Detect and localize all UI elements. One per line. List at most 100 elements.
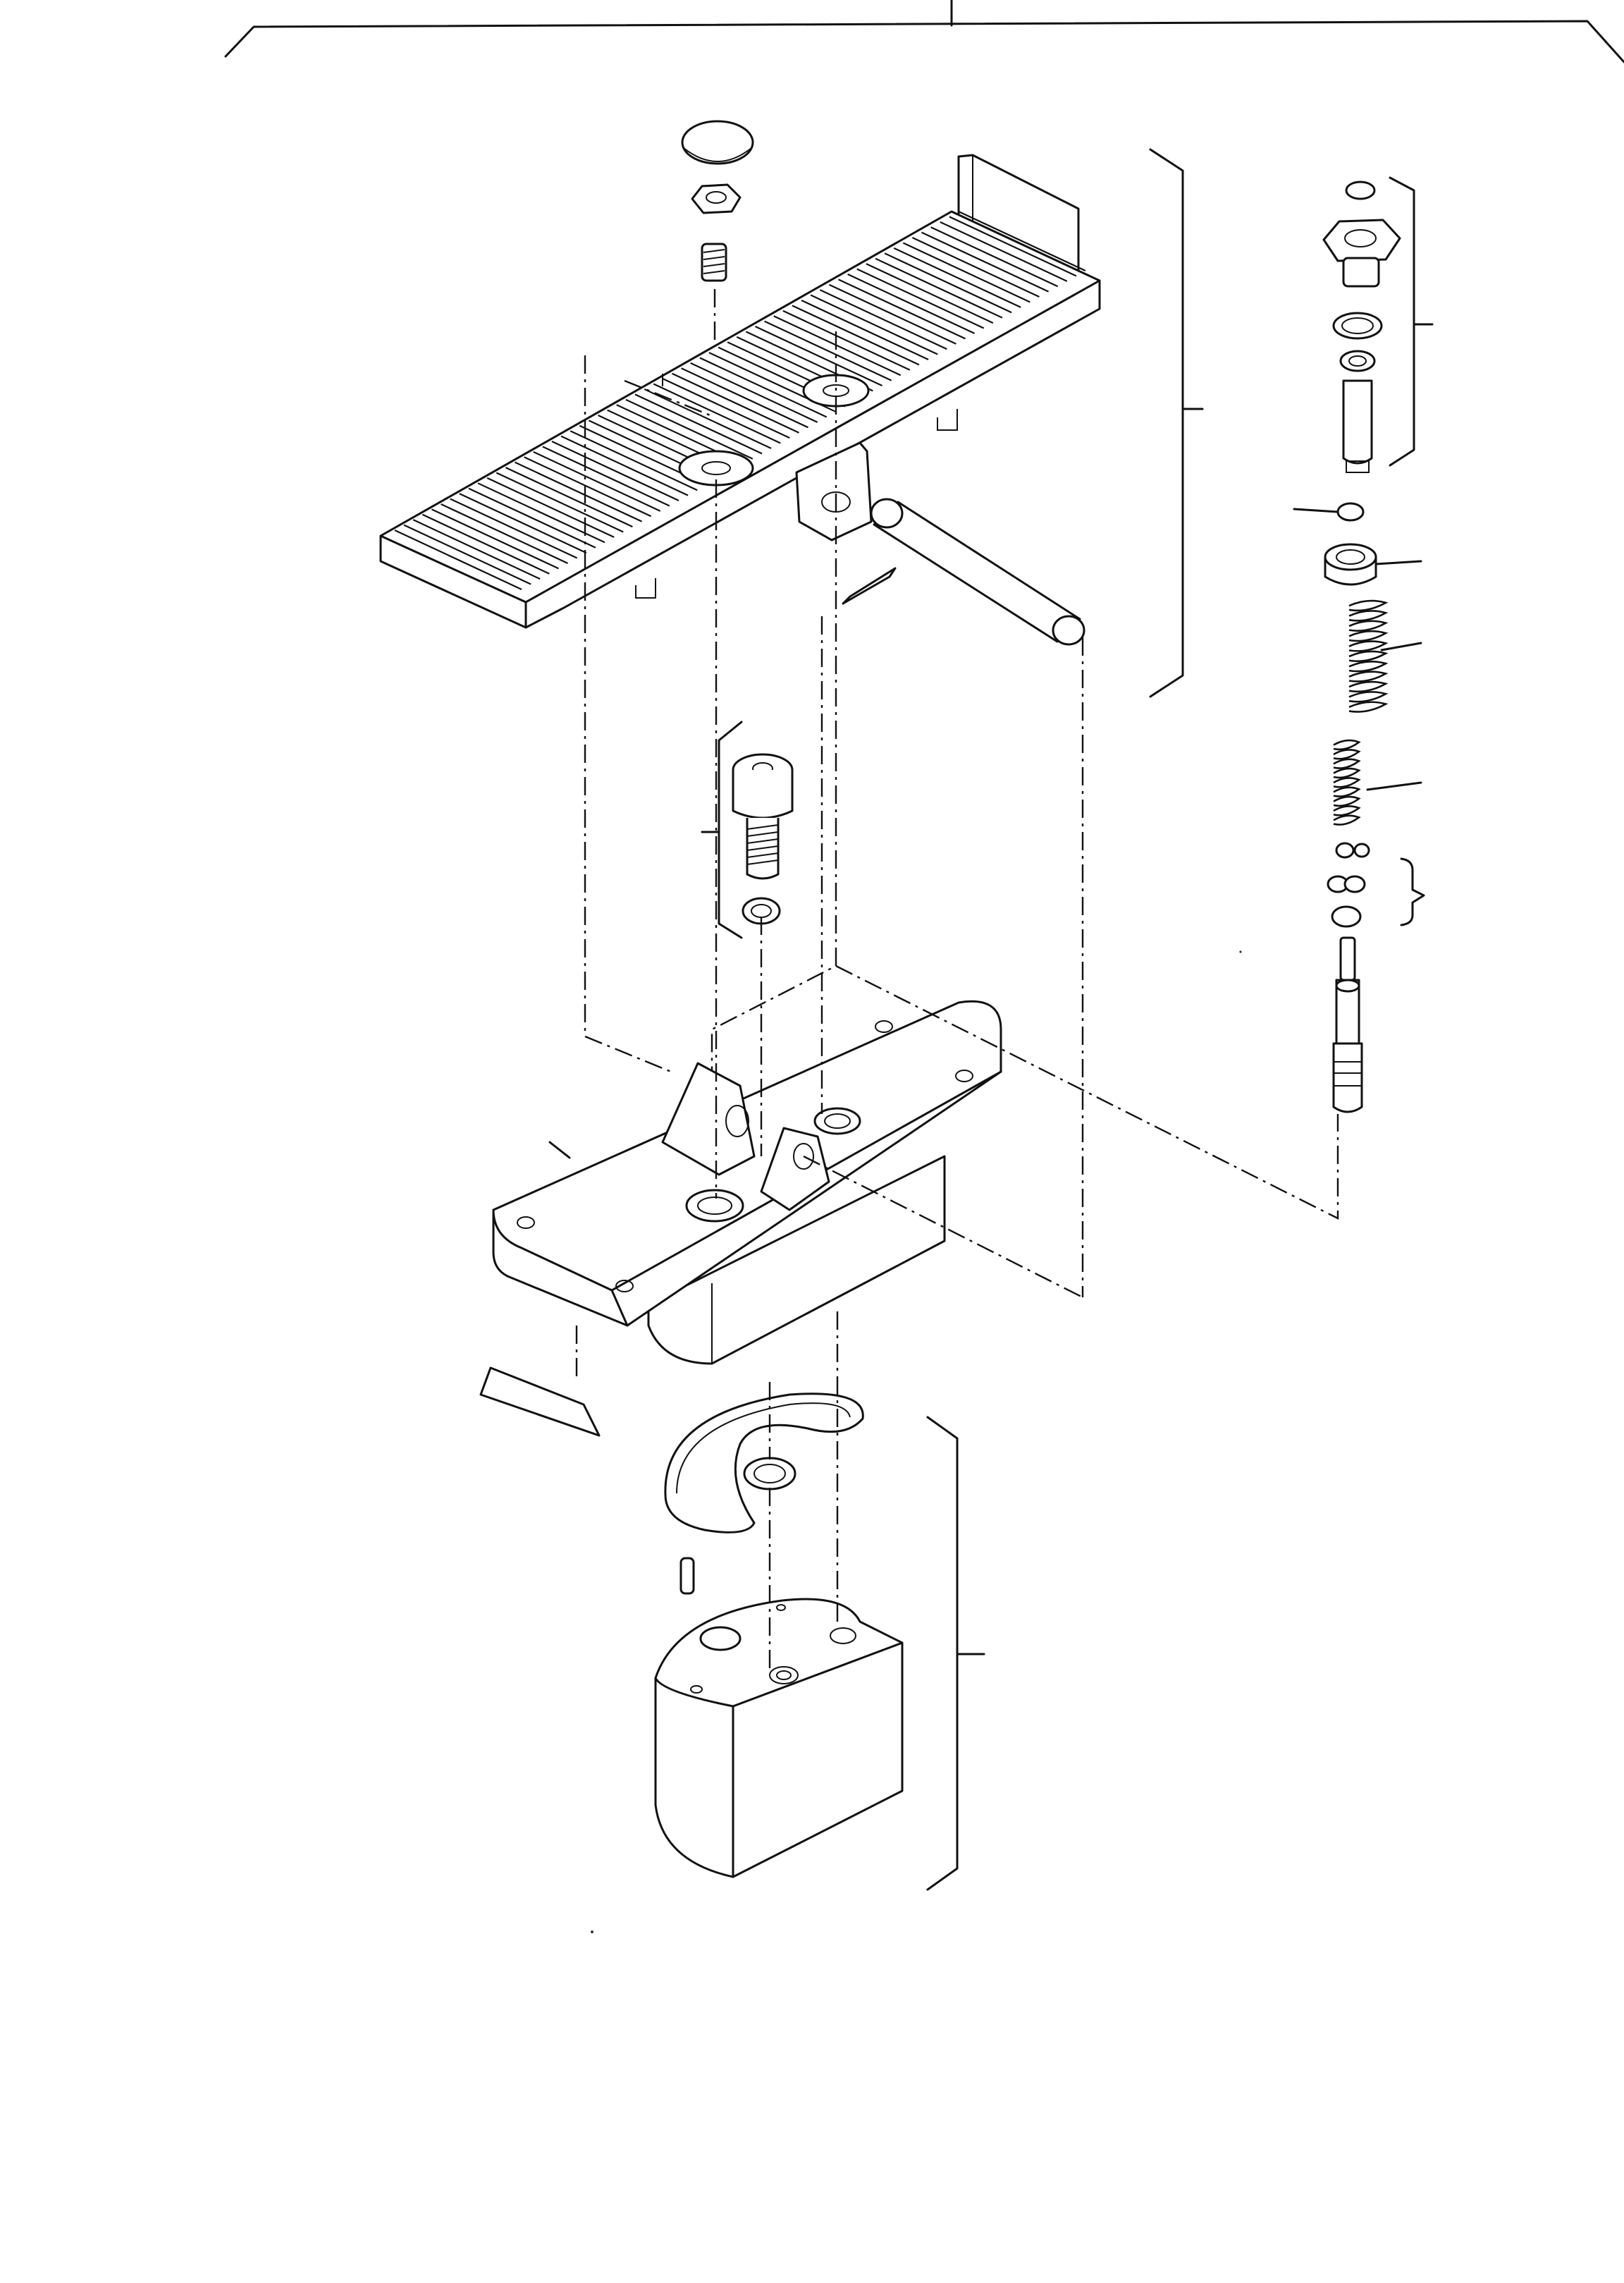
assembly-centerlines — [575, 331, 1339, 1671]
lock-nut — [691, 183, 742, 214]
tread-groove — [431, 508, 559, 570]
tread-groove — [884, 252, 1012, 314]
valve-body — [654, 1598, 904, 1878]
tread-groove — [394, 530, 522, 590]
o-ring — [743, 1457, 796, 1491]
tread-groove — [570, 430, 698, 491]
bolt-bracket — [701, 721, 743, 939]
plug-nut — [1322, 180, 1401, 288]
tread-groove — [524, 456, 652, 518]
wear-pad — [479, 1366, 601, 1437]
base-plate — [492, 1000, 1002, 1365]
tread-groove — [459, 493, 587, 554]
tread-groove — [838, 279, 966, 340]
spring-coil — [1333, 805, 1361, 816]
tread-groove — [653, 383, 781, 444]
tread-groove — [403, 524, 531, 585]
spring-coil — [1333, 795, 1361, 807]
tread-groove — [801, 299, 929, 360]
spring-coil — [1348, 660, 1389, 673]
tread-groove — [866, 263, 994, 324]
pivot-pin — [870, 498, 1085, 646]
tread-groove — [468, 487, 596, 549]
spring-coil — [1333, 767, 1361, 779]
scan-specks — [591, 950, 1242, 1933]
tread-groove — [810, 294, 938, 355]
pedal-plate — [379, 154, 1101, 629]
spring-coil — [1333, 814, 1361, 826]
frame-border — [224, 0, 1624, 63]
tread-groove — [819, 289, 947, 350]
spring-coil — [1348, 610, 1389, 622]
tread-groove — [792, 305, 920, 366]
valve-body-bracket — [926, 1416, 985, 1891]
spring-seat — [1324, 543, 1422, 586]
tread-groove — [893, 247, 1021, 308]
tread-groove — [412, 519, 541, 580]
inner-spring — [1333, 739, 1422, 826]
tread-groove — [671, 372, 799, 434]
tread-groove — [505, 467, 633, 528]
tread-groove — [450, 498, 578, 559]
tread-groove — [940, 221, 1068, 282]
tread-groove — [958, 211, 1086, 271]
tread-groove — [560, 435, 689, 496]
tread-groove — [422, 513, 550, 575]
spring-coil — [1348, 630, 1389, 642]
tread-groove — [782, 310, 911, 371]
spring-coil — [1348, 620, 1389, 632]
washer — [1293, 502, 1365, 522]
spring-coil — [1348, 680, 1389, 693]
set-screw — [701, 243, 727, 374]
retainer — [1342, 379, 1373, 473]
tread-groove — [551, 441, 679, 502]
tread-groove — [911, 237, 1040, 298]
tread-groove — [690, 362, 818, 423]
tread-groove — [496, 472, 624, 533]
outer-spring — [1348, 599, 1422, 713]
spring-coil — [1348, 671, 1389, 683]
dowel-pin — [679, 1557, 695, 1595]
tread-groove — [856, 268, 985, 329]
tread-groove — [875, 257, 1003, 319]
tread-groove — [755, 326, 882, 387]
spring-coil — [1333, 786, 1361, 797]
tread-grooves — [394, 211, 1086, 590]
tread-groove — [542, 446, 670, 507]
tread-groove — [921, 231, 1050, 293]
tread-groove — [644, 388, 772, 449]
spring-coil — [1333, 749, 1361, 760]
spring-coil — [1333, 758, 1361, 769]
tread-groove — [477, 482, 605, 544]
spool — [1332, 936, 1363, 1113]
socket-head-bolt — [732, 753, 794, 880]
tread-groove — [828, 283, 956, 345]
spring-coil — [1348, 640, 1389, 652]
tread-groove — [681, 367, 809, 429]
spring-coil — [1348, 691, 1389, 703]
spring-coil — [1348, 701, 1389, 713]
pedal-cap — [681, 120, 754, 165]
tread-groove — [486, 477, 615, 538]
pedal-bracket — [1149, 148, 1204, 698]
spring-coil — [1333, 739, 1361, 751]
spring-coil — [1348, 650, 1389, 663]
tread-groove — [773, 315, 902, 377]
tread-groove — [662, 378, 790, 439]
top-stack-bracket — [1389, 176, 1434, 467]
tread-groove — [625, 398, 753, 460]
tread-groove — [847, 273, 976, 334]
shim-washers — [1327, 842, 1425, 928]
spring-pin — [842, 567, 897, 605]
spring-coil — [1348, 599, 1389, 612]
tread-groove — [902, 242, 1031, 303]
tread-groove — [930, 226, 1059, 288]
bolt-washer — [742, 897, 781, 925]
tread-groove — [764, 320, 892, 381]
tread-groove — [949, 216, 1077, 277]
tread-groove — [533, 451, 661, 512]
tread-groove — [699, 357, 828, 418]
tread-groove — [515, 461, 642, 522]
tread-groove — [634, 393, 763, 455]
